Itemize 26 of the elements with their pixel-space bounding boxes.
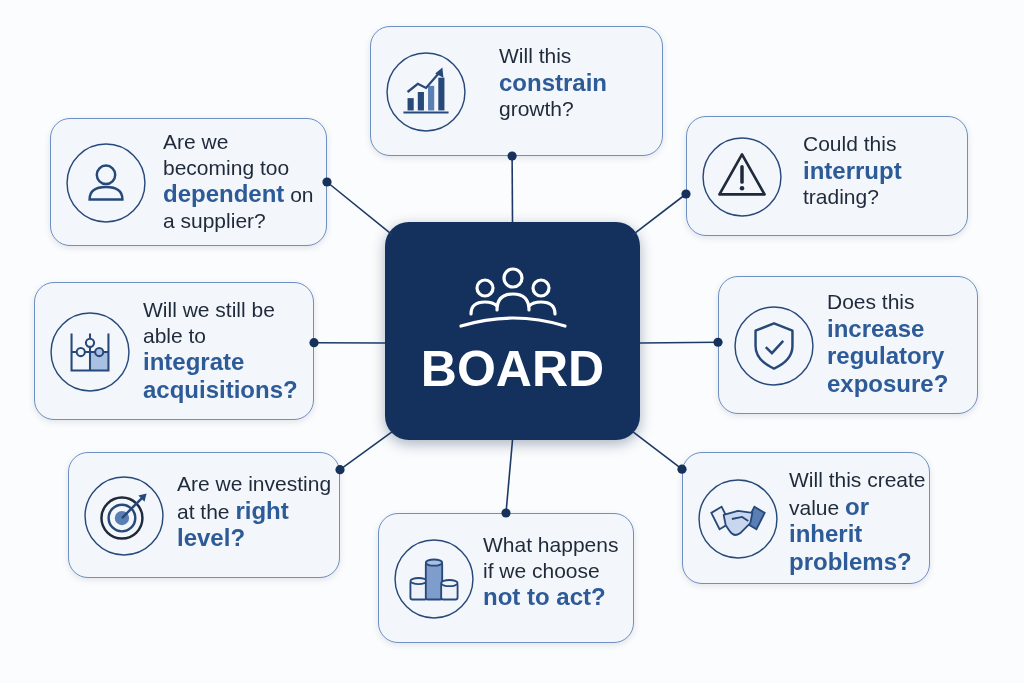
connector-line: [335, 430, 394, 475]
question-text: Could this interrupt trading?: [803, 131, 903, 210]
question-card: [50, 118, 327, 246]
question-card: [370, 26, 663, 156]
question-card: [718, 276, 978, 414]
connector-line: [631, 189, 691, 236]
question-card: [378, 513, 634, 643]
question-card: [686, 116, 968, 236]
question-card: [34, 282, 314, 420]
hub-title: BOARD: [419, 340, 606, 398]
hub-box: [385, 222, 640, 440]
connector-line: [501, 439, 514, 518]
question-card: [68, 452, 340, 578]
question-card: [682, 452, 930, 584]
connector-line: [309, 338, 386, 348]
question-text: Does this increase regulatory exposure?: [827, 289, 950, 398]
question-text: Will this create value or inherit problems?: [789, 467, 927, 576]
question-text: Are we becoming too dependent on a supplier?: [163, 129, 315, 234]
question-text: Are we investing at the right level?: [177, 471, 333, 552]
connector-line: [631, 430, 687, 474]
question-text: What happens if we choose not to act?: [483, 532, 620, 611]
connector-line: [639, 337, 723, 347]
question-text: Will this constrain growth?: [499, 43, 609, 122]
question-text: Will we still be able to integrate acquisitions?: [143, 297, 299, 404]
connector-line: [322, 177, 394, 236]
connector-line: [507, 151, 517, 223]
